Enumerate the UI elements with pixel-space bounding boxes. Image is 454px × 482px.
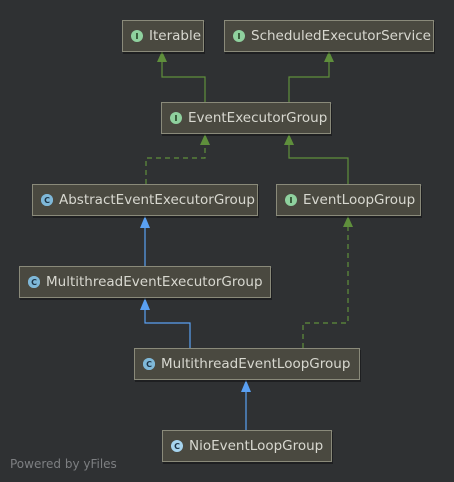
abstract-class-icon: C: [41, 194, 53, 206]
node-label: AbstractEventExecutorGroup: [59, 192, 255, 208]
node-label: Iterable: [149, 28, 202, 44]
interface-icon: I: [285, 194, 297, 206]
node-multithread-event-loop-group[interactable]: C MultithreadEventLoopGroup: [134, 348, 360, 380]
node-label: NioEventLoopGroup: [189, 438, 324, 454]
edge-aeeg-eeg: [145, 134, 210, 184]
abstract-class-icon: C: [28, 276, 40, 288]
edge-melg-elg: [302, 216, 353, 348]
edge-melg-meeg: [140, 298, 191, 348]
edge-eeg-iterable: [157, 51, 206, 102]
node-event-loop-group[interactable]: I EventLoopGroup: [276, 184, 421, 216]
interface-icon: I: [170, 112, 182, 124]
node-label: MultithreadEventLoopGroup: [161, 356, 351, 372]
edge-nelg-melg: [241, 380, 251, 430]
node-iterable[interactable]: I Iterable: [122, 20, 204, 52]
node-nio-event-loop-group[interactable]: C NioEventLoopGroup: [162, 430, 332, 462]
node-multithread-event-executor-group[interactable]: C MultithreadEventExecutorGroup: [19, 266, 271, 298]
node-label: ScheduledExecutorService: [251, 28, 431, 44]
node-scheduled-executor-service[interactable]: I ScheduledExecutorService: [224, 20, 434, 52]
edge-meeg-aeeg: [140, 216, 150, 266]
interface-icon: I: [131, 30, 143, 42]
node-label: MultithreadEventExecutorGroup: [46, 274, 263, 290]
class-icon: C: [171, 440, 183, 452]
node-label: EventExecutorGroup: [188, 110, 328, 126]
interface-icon: I: [233, 30, 245, 42]
edge-eeg-scheduled: [288, 51, 334, 102]
node-label: EventLoopGroup: [303, 192, 416, 208]
edge-elg-eeg: [284, 134, 349, 184]
node-abstract-event-executor-group[interactable]: C AbstractEventExecutorGroup: [32, 184, 258, 216]
abstract-class-icon: C: [143, 358, 155, 370]
powered-by-label: Powered by yFiles: [10, 457, 117, 471]
node-event-executor-group[interactable]: I EventExecutorGroup: [161, 102, 331, 134]
